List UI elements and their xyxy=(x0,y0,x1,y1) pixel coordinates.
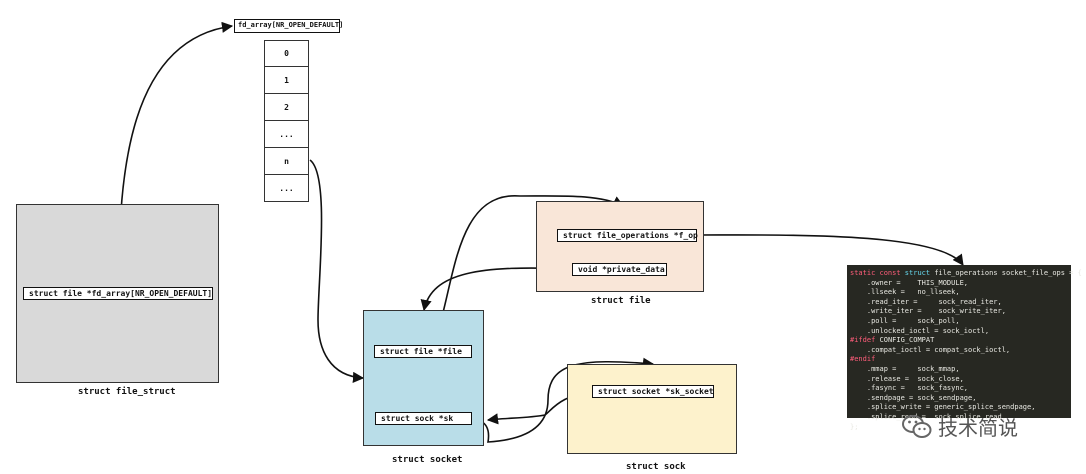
code-line: .sendpage = sock_sendpage, xyxy=(850,393,977,402)
code-line: .splice_write = generic_splice_sendpage, xyxy=(850,403,1036,412)
code-line: .write_iter = sock_write_iter, xyxy=(850,307,1006,316)
code-line: .poll = sock_poll, xyxy=(850,316,960,325)
edge-cell-n-to-socket xyxy=(309,159,365,383)
fd-array-table: 0 1 2 ... n ... xyxy=(264,40,309,202)
fd-array-cell: 0 xyxy=(264,40,309,67)
code-line: .llseek = no_llseek, xyxy=(850,288,960,297)
sk-socket-field: struct socket *sk_socket xyxy=(592,385,714,398)
watermark: 技术简说 xyxy=(902,412,1018,441)
code-line: .splice_read = sock_splice_read, xyxy=(850,412,1006,421)
file-caption: struct file xyxy=(591,296,651,306)
code-line: .mmap = sock_mmap, xyxy=(850,364,960,373)
fd-array-cell: 1 xyxy=(264,67,309,94)
sock-caption: struct sock xyxy=(626,462,686,472)
code-line: .owner = THIS_MODULE, xyxy=(850,278,969,287)
code-line: }; xyxy=(850,422,859,431)
fd-array-field: struct file *fd_array[NR_OPEN_DEFAULT] xyxy=(23,287,213,300)
code-line: .release = sock_close, xyxy=(850,374,964,383)
fd-array-cell: ... xyxy=(264,175,309,202)
fd-array-cell-n: n xyxy=(264,148,309,175)
file-struct-caption: struct file_struct xyxy=(78,387,176,397)
f-op-field: struct file_operations *f_op xyxy=(557,229,698,242)
private-data-field: void *private_data xyxy=(572,263,667,276)
code-line: .unlocked_ioctl = sock_ioctl, xyxy=(850,326,990,335)
code-line: .compat_ioctl = compat_sock_ioctl, xyxy=(850,345,1011,354)
watermark-text: 技术简说 xyxy=(938,416,1018,440)
fd-array-cell: ... xyxy=(264,121,309,148)
edge-f-op-to-ops xyxy=(696,234,964,266)
sock-panel xyxy=(567,364,737,454)
code-line: static const struct file_operations sock… xyxy=(850,269,1082,277)
socket-caption: struct socket xyxy=(392,455,463,465)
fd-array-cell: 2 xyxy=(264,94,309,121)
code-line: #endif xyxy=(850,355,876,364)
wechat-icon xyxy=(902,414,932,438)
code-line: .read_iter = sock_read_iter, xyxy=(850,297,1002,306)
socket-file-ops-code: static const struct file_operations sock… xyxy=(847,265,1082,431)
code-line: .fasync = sock_fasync, xyxy=(850,384,969,393)
edge-socket-file-to-file xyxy=(431,195,624,346)
socket-file-field: struct file *file xyxy=(374,345,472,358)
socket-sk-field: struct sock *sk xyxy=(375,412,472,425)
code-line: #ifdef CONFIG_COMPAT xyxy=(850,336,935,345)
socket-panel xyxy=(363,310,484,446)
file-panel xyxy=(536,201,704,292)
edge-sk-to-sock xyxy=(471,357,655,443)
fd-array-title: fd_array[NR_OPEN_DEFAULT] xyxy=(234,19,343,33)
